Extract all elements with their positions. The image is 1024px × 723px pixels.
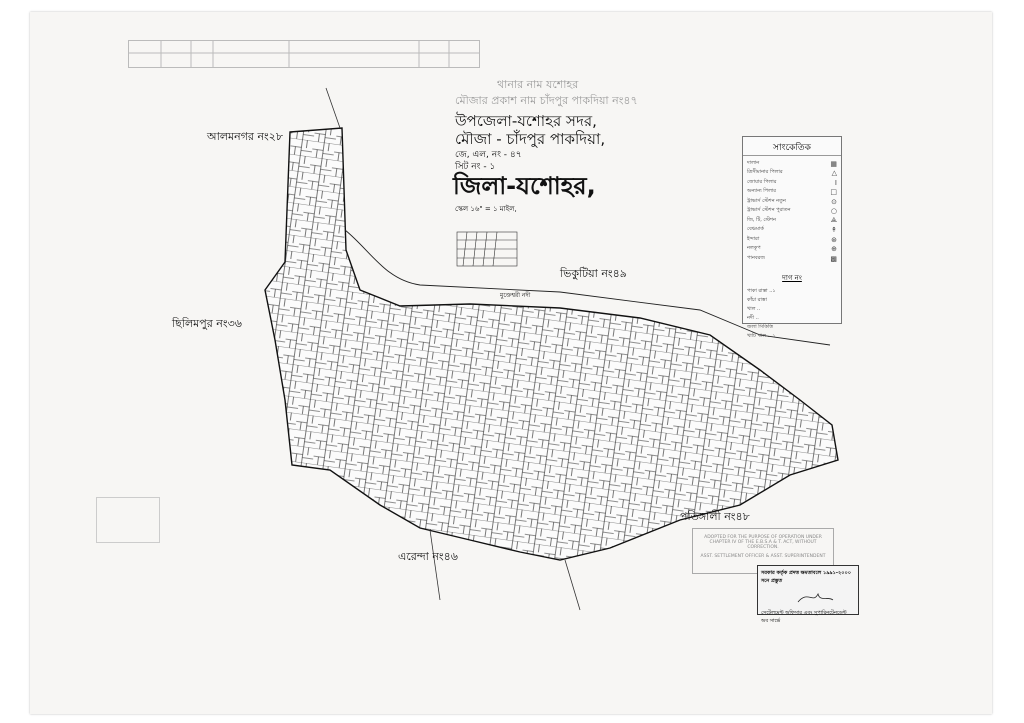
- legend-item-label: ইন্দারা: [747, 235, 760, 242]
- legend-item: ত্রিসীমানার পিলার △: [743, 169, 841, 179]
- legend-symbol-icon: ⊛: [831, 235, 837, 244]
- legend-item: দালান ▦: [743, 159, 841, 169]
- village-alamnagar: আলমনগর নং২৮: [207, 130, 284, 143]
- legend-note: পাকা রাস্তা ..১: [747, 287, 776, 294]
- legend-item-label: ত্রিসীমানার পিলার: [747, 169, 783, 176]
- legend-item: জোয়ার পিলার I: [743, 178, 841, 188]
- jl-number: জে, এল, নং - ৪৭: [455, 150, 522, 160]
- legend-symbol-icon: ↟: [831, 226, 837, 235]
- legend-item: বেঞ্চমার্ক ↟: [743, 226, 841, 236]
- legend-note: নদী ..: [747, 314, 759, 321]
- legend-symbol-icon: ⊙: [831, 197, 837, 206]
- legend-note: খাল ..: [747, 305, 761, 312]
- legend-item-label: অন্যান্য পিলার: [747, 188, 776, 195]
- legend-symbol-icon: ▩: [830, 254, 837, 263]
- legend-item: পানবরজ ▩: [743, 254, 841, 264]
- river-label: মুক্তেশ্বরী নদী: [500, 292, 531, 299]
- stamp-sign: ASST. SETTLEMENT OFFICER & ASST. SUPERIN…: [700, 554, 826, 559]
- legend-item: ট্রাভার্স স্টেশন পুরাতন ○: [743, 207, 841, 217]
- certification-officer: সেটেলমেন্ট অফিসার এবং সুপারিনটেনডেন্ট অব…: [761, 610, 847, 624]
- legend-panel: সাংকেতিক দালান▦ত্রিসীমানার পিলার△জোয়ার …: [742, 136, 842, 339]
- legend-title: সাংকেতিক: [743, 140, 841, 156]
- faint-thana: থানার নাম যশোহর: [497, 78, 579, 91]
- mouza-label: মৌজা - চাঁদপুর পাকদিয়া,: [455, 130, 606, 148]
- scale-label: স্কেল ১৬" = ১ মাইল,: [455, 205, 517, 213]
- legend-symbol-icon: ⊕: [831, 245, 837, 254]
- village-erenda: এরেন্দা নং৪৬: [398, 550, 458, 563]
- legend-item: নলকূপ ⊕: [743, 245, 841, 255]
- legend-note: কাঁচা রাস্তা: [747, 296, 767, 303]
- legend-item: ট্রাভার্স স্টেশন নতুন ⊙: [743, 197, 841, 207]
- legend-item-label: জি, টি, স্টেশন: [747, 216, 776, 223]
- certification-box: সরকার কর্তৃক প্রদত্ত ক্ষমতাবলে ১৯৯১-২০০০…: [757, 565, 859, 624]
- legend-item: জি, টি, স্টেশন ⟁: [743, 216, 841, 226]
- scale-diagram: [456, 231, 518, 267]
- legend-item-label: নলকূপ: [747, 245, 761, 252]
- record-table: [128, 40, 480, 68]
- river-bank: [344, 229, 831, 346]
- legend-item-label: জোয়ার পিলার: [747, 178, 777, 185]
- legend-symbol-icon: I: [834, 178, 837, 187]
- upazila-label: উপজেলা-যশোহর সদর,: [455, 112, 597, 130]
- legend-item-label: বেঞ্চমার্ক: [747, 226, 764, 233]
- faint-mouza: মৌজার প্রকাশ নাম চাঁদপুর পাকদিয়া নং৪৭: [455, 94, 638, 107]
- legend-section-title: দাগ নং: [782, 273, 802, 282]
- stamp-text: ADOPTED FOR THE PURPOSE OF OPERATION UND…: [704, 535, 822, 550]
- legend-item-label: পানবরজ: [747, 254, 765, 261]
- legend-item: ইন্দারা ⊛: [743, 235, 841, 245]
- legend-note: জলা সিকিত্তি: [747, 323, 773, 330]
- signature: [797, 592, 834, 603]
- legend-item-label: ট্রাভার্স স্টেশন পুরাতন: [747, 207, 791, 214]
- district-label: জিলা-যশোহর,: [453, 172, 596, 200]
- village-chhilimpur: ছিলিমপুর নং৩৬: [172, 317, 242, 330]
- village-patingali: পতিঙ্গালী নং৪৮: [680, 510, 750, 523]
- legend-item: অন্যান্য পিলার □: [743, 188, 841, 198]
- legend-item-label: ট্রাভার্স স্টেশন নতুন: [747, 197, 786, 204]
- sheet-number: সিট নং - ১: [455, 162, 496, 172]
- legend-item-label: দালান: [747, 159, 760, 166]
- legend-symbol-icon: △: [831, 169, 837, 178]
- side-note: [96, 497, 160, 543]
- legend-note: খাটি খাল .. ১: [747, 332, 776, 339]
- certification-printed: সরকার কর্তৃক প্রদত্ত ক্ষমতাবলে ১৯৯১-২০০০…: [761, 570, 851, 584]
- legend-symbol-icon: ○: [830, 207, 837, 216]
- legend-symbol-icon: ▦: [830, 159, 837, 168]
- legend-symbol-icon: □: [830, 188, 837, 197]
- legend-symbol-icon: ⟁: [830, 216, 837, 225]
- village-bhikutia: ভিকুটিয়া নং৪৯: [560, 267, 627, 280]
